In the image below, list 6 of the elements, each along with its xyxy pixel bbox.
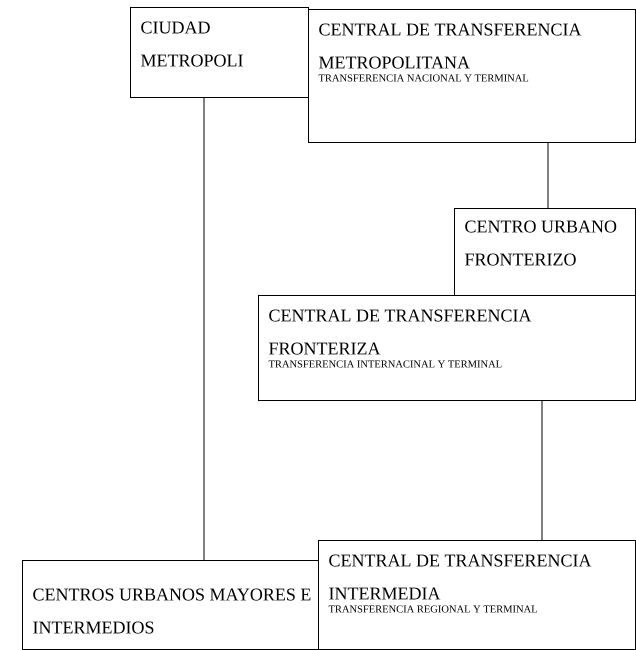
- text-box: CENTRAL DE TRANSFERENCIA METROPOLITANA TRANSFERENCIA NACIONAL Y TERMINAL: [308, 9, 636, 143]
- text-box: CENTRO URBANO FRONTERIZO: [454, 208, 636, 296]
- text-box: CENTROS URBANOS MAYORES E INTERMEDIOS: [22, 560, 319, 650]
- text-box: CENTRAL DE TRANSFERENCIA FRONTERIZA TRANSFERENCIA INTERNACINAL Y TERMINAL: [258, 295, 636, 401]
- text-box: CIUDAD METROPOLI: [130, 7, 309, 98]
- text-box: CENTRAL DE TRANSFERENCIA INTERMEDIA TRANSFERENCIA REGIONAL Y TERMINAL: [318, 540, 636, 650]
